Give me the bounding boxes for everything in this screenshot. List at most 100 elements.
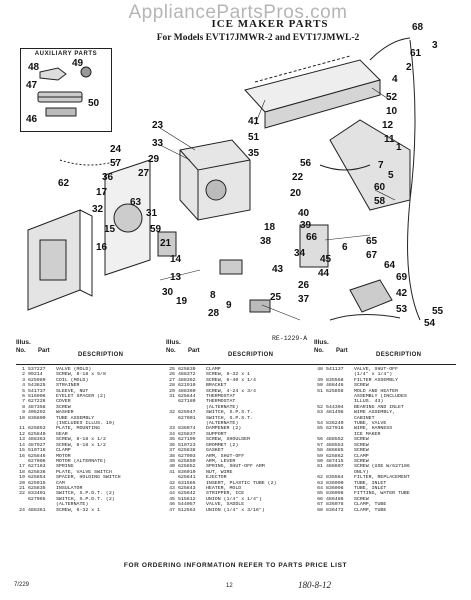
callout-7: 7 — [378, 160, 384, 171]
part-illus-number: 10 — [19, 415, 25, 421]
part-illus-number: 19 — [19, 475, 25, 481]
auxiliary-parts-drawing — [37, 66, 92, 117]
callout-28: 28 — [208, 308, 220, 319]
part-illus-number: 22 — [19, 491, 25, 497]
part-number: 99214 — [28, 372, 43, 378]
part-description: TUBE, INLET — [354, 485, 387, 491]
part-number: 625843 — [178, 485, 196, 491]
part-illus-number: 35 — [169, 437, 175, 443]
handwritten-code: 180-8-12 — [298, 580, 331, 590]
part-number: 481498 — [326, 410, 344, 416]
part-description: SCREW, 8-18 x 1/2 — [56, 437, 106, 443]
part-number: 488372 — [178, 372, 196, 378]
part-description: CABINET — [354, 415, 375, 421]
callout-40: 40 — [298, 208, 310, 219]
parts-row: ONLY) — [314, 470, 456, 475]
part-number: 627180 — [178, 399, 196, 405]
print-date: 7/229 — [14, 582, 30, 588]
header-part: Part — [188, 348, 200, 354]
part-description: SCREW — [354, 496, 369, 502]
part-description: SPACER, HOLDING SWITCH — [56, 475, 121, 481]
part-number: 487415 — [326, 458, 344, 464]
part-number: 627003 — [178, 453, 196, 459]
part-number: 541137 — [326, 367, 344, 372]
part-illus-number: 33 — [169, 426, 175, 432]
callout-60: 60 — [374, 182, 386, 193]
part-description: UNION (1/4" x 1/4") — [206, 496, 262, 502]
part-illus-number: 12 — [19, 431, 25, 437]
part-illus-number: 11 — [19, 426, 25, 432]
part-description: SWITCH, S.P.S.T. — [206, 410, 253, 416]
figure-reference: RE-1229-A — [272, 335, 308, 342]
part-number: 627001 — [178, 415, 196, 421]
part-description: EYELET SPACER (2) — [56, 394, 106, 400]
callout-12: 12 — [382, 120, 394, 131]
header-description: DESCRIPTION — [228, 352, 274, 358]
part-number: 836074 — [178, 426, 196, 432]
part-illus-number: 29 — [169, 388, 175, 394]
callout-9: 9 — [226, 300, 232, 311]
callout-21: 21 — [160, 238, 172, 249]
parts-row: ASSEMBLY (INCLUDES — [314, 394, 456, 399]
part-description: TUBE ASSEMBLY — [56, 415, 95, 421]
part-description: CLAMP — [354, 453, 369, 459]
part-number: 625862 — [326, 453, 344, 459]
part-number: 835568 — [326, 377, 344, 383]
part-illus-number: 1 — [22, 367, 25, 372]
callout-11: 11 — [384, 134, 395, 145]
part-number: 516906 — [28, 394, 46, 400]
part-illus-number: 63 — [317, 480, 323, 486]
part-illus-number: 49 — [317, 377, 323, 383]
part-number: 625850 — [178, 458, 196, 464]
part-number: 544057 — [178, 502, 196, 508]
header-no: No. — [314, 348, 324, 354]
part-description: SCREW, 8-18 x 5/8 — [56, 372, 106, 378]
part-illus-number: 8 — [22, 404, 25, 410]
callout-15: 15 — [104, 224, 116, 235]
part-description: THERMOSTAT — [206, 394, 236, 400]
parts-row: ILLUS. 43) — [314, 399, 456, 404]
part-number: 627199 — [178, 437, 196, 443]
part-number: 625853 — [28, 426, 46, 432]
part-description: SPRING, SHUT-OFF ARM — [206, 464, 265, 470]
part-number: 625838 — [178, 448, 196, 454]
part-number: 625915 — [28, 480, 46, 486]
watermark: AppliancePartsPros.com — [128, 2, 348, 23]
part-description: (ALTERNATE) — [56, 502, 89, 508]
header-no: No. — [16, 348, 26, 354]
part-number: 488446 — [326, 383, 344, 389]
part-description: COVER — [56, 399, 71, 405]
part-illus-number: 59 — [317, 453, 323, 459]
part-illus-number: 55 — [317, 426, 323, 432]
header-part: Part — [336, 348, 348, 354]
callout-6: 6 — [342, 242, 348, 253]
part-number: 510716 — [28, 448, 46, 454]
part-description: SCREW — [354, 437, 369, 443]
part-illus-number: 39 — [169, 458, 175, 464]
part-number: 625856 — [326, 388, 344, 394]
part-illus-number: 62 — [317, 475, 323, 481]
part-description: SCREW — [56, 404, 71, 410]
